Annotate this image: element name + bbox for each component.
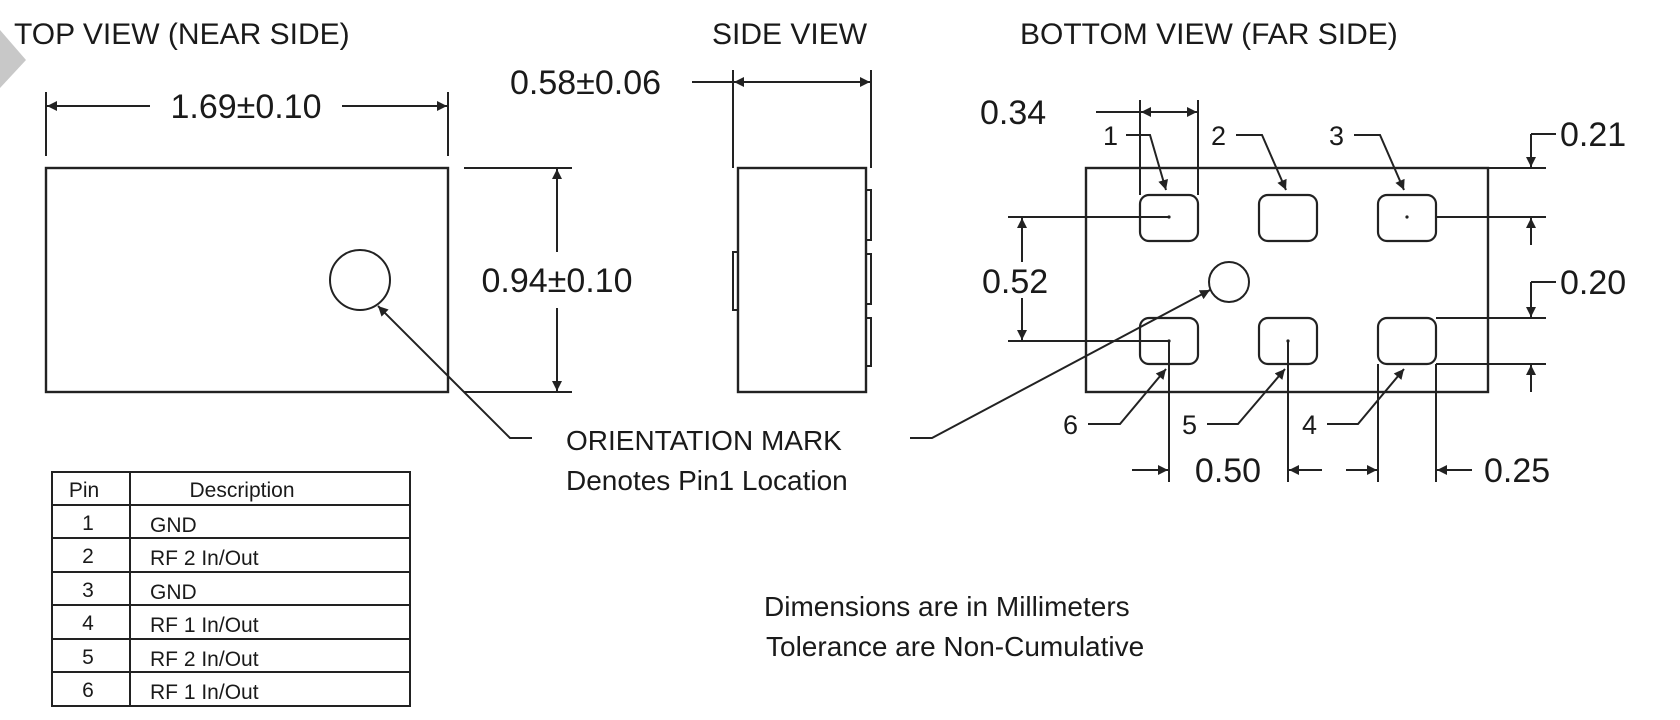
pitch-vertical-label: 0.52 <box>982 263 1048 301</box>
pin-table-cell-description: GND <box>150 514 197 537</box>
pitch-horizontal-label: 0.50 <box>1195 452 1261 490</box>
pin-6-leader <box>1088 368 1167 425</box>
pin-table-cell-description: GND <box>150 581 197 604</box>
top-view-orientation-mark <box>329 249 391 311</box>
pin-label-5: 5 <box>1182 410 1197 440</box>
pad-width-label: 0.34 <box>980 94 1046 132</box>
pin-label-2: 2 <box>1211 121 1226 151</box>
pin-label-6: 6 <box>1063 410 1078 440</box>
note-units: Dimensions are in Millimeters <box>764 591 1130 622</box>
height-dimension-label: 0.58±0.06 <box>510 64 661 102</box>
pad-3-center <box>1405 215 1409 219</box>
side-view-body-outline <box>736 166 868 394</box>
pin-table-cell-description: RF 1 In/Out <box>150 681 259 704</box>
orientation-callout: ORIENTATION MARK Denotes Pin1 Location <box>377 289 1211 496</box>
pin-table-cell-description: RF 2 In/Out <box>150 547 259 570</box>
width-dimension-label: 0.94±0.10 <box>481 262 632 300</box>
bottom-view: 1 2 3 6 5 4 0.34 0.52 0.21 <box>980 94 1626 490</box>
pin-3-leader <box>1354 134 1405 191</box>
pin-label-3: 3 <box>1329 121 1344 151</box>
pin-5-leader <box>1207 368 1286 425</box>
side-view-title: SIDE VIEW <box>712 18 868 51</box>
top-view: 1.69±0.10 0.94±0.10 <box>44 88 633 394</box>
pin-table-cell-description: RF 2 In/Out <box>150 648 259 671</box>
side-view-right-terminal-middle <box>865 253 872 305</box>
pin-table-cell-pin: 2 <box>82 545 94 568</box>
top-view-body-outline <box>44 166 450 394</box>
side-view-right-terminal-bottom <box>865 317 872 367</box>
pin-4-leader <box>1327 368 1405 425</box>
edge-top-label: 0.21 <box>1560 116 1626 154</box>
pin-label-4: 4 <box>1302 410 1317 440</box>
side-view-left-terminal <box>732 251 739 311</box>
pin-table: Pin Description 1 GND 2 RF 2 In/Out 3 GN… <box>51 471 411 707</box>
pin-table-cell-description: RF 1 In/Out <box>150 614 259 637</box>
length-dimension-label: 1.69±0.10 <box>170 88 321 126</box>
orientation-leader-top-view <box>377 305 532 439</box>
pin-table-header-description: Description <box>189 479 294 502</box>
orientation-mark-subtitle: Denotes Pin1 Location <box>566 465 848 496</box>
pad-height-label: 0.20 <box>1560 264 1626 302</box>
note-tolerance: Tolerance are Non-Cumulative <box>766 631 1144 662</box>
pin-table-cell-pin: 3 <box>82 579 94 602</box>
page-corner-marker <box>0 30 26 88</box>
orientation-mark-title: ORIENTATION MARK <box>566 425 842 456</box>
pad-4 <box>1376 316 1438 366</box>
bottom-view-orientation-mark <box>1208 261 1250 303</box>
pin-table-border <box>51 471 411 707</box>
side-view-right-terminal-top <box>865 189 872 241</box>
pin-table-header-pin: Pin <box>69 479 99 502</box>
pin-2-leader <box>1236 134 1287 191</box>
pad-2 <box>1257 193 1319 243</box>
top-view-title: TOP VIEW (NEAR SIDE) <box>14 18 350 51</box>
pin-table-cell-pin: 1 <box>82 512 94 535</box>
pin-1-leader <box>1126 134 1169 191</box>
pin-table-cell-pin: 4 <box>82 612 94 635</box>
side-view: 0.58±0.06 <box>510 64 872 394</box>
pin-label-1: 1 <box>1103 121 1118 151</box>
orientation-leader-bottom-view <box>910 289 1211 439</box>
bottom-view-title: BOTTOM VIEW (FAR SIDE) <box>1020 18 1398 51</box>
pin-table-cell-pin: 5 <box>82 646 94 669</box>
pin-table-cell-pin: 6 <box>82 679 94 702</box>
edge-right-label: 0.25 <box>1484 452 1550 490</box>
